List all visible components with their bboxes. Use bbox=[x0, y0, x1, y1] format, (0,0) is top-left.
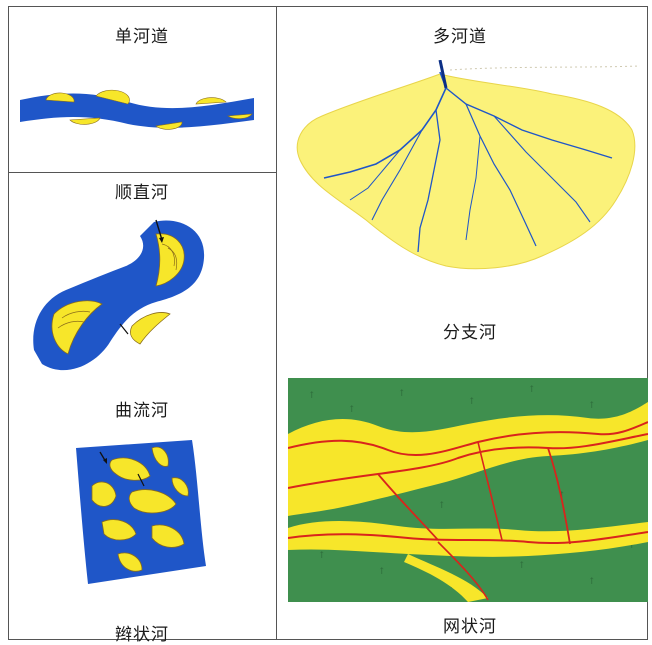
single-channel-header: 单河道 bbox=[82, 22, 202, 47]
column-divider bbox=[276, 6, 277, 640]
straight-river-label: 顺直河 bbox=[82, 178, 202, 203]
braided-river-label: 辫状河 bbox=[82, 620, 202, 645]
svg-text:↑: ↑ bbox=[518, 561, 526, 571]
svg-text:↑: ↑ bbox=[348, 405, 356, 415]
meandering-river-label: 曲流河 bbox=[82, 396, 202, 421]
distributary-river-illustration bbox=[290, 60, 640, 280]
straight-river-illustration bbox=[18, 86, 258, 136]
braided-river-illustration bbox=[72, 438, 212, 588]
svg-text:↑: ↑ bbox=[528, 385, 536, 395]
svg-text:↑: ↑ bbox=[378, 567, 386, 577]
svg-text:↑: ↑ bbox=[308, 391, 316, 401]
svg-text:↑: ↑ bbox=[318, 551, 326, 561]
svg-text:↑: ↑ bbox=[438, 501, 446, 511]
svg-text:↑: ↑ bbox=[588, 401, 596, 411]
svg-text:↑: ↑ bbox=[468, 397, 476, 407]
anastomosing-river-illustration: ↑↑↑ ↑↑↑ ↑↑↑ ↑↑↑ ↑↑↑ bbox=[288, 378, 648, 602]
svg-text:↑: ↑ bbox=[588, 577, 596, 587]
distributary-river-label: 分支河 bbox=[410, 318, 530, 343]
row-divider bbox=[8, 172, 276, 173]
meandering-river-illustration bbox=[28, 214, 228, 384]
multi-channel-header: 多河道 bbox=[400, 22, 520, 47]
svg-text:↑: ↑ bbox=[398, 389, 406, 399]
anastomosing-river-label: 网状河 bbox=[410, 612, 530, 637]
